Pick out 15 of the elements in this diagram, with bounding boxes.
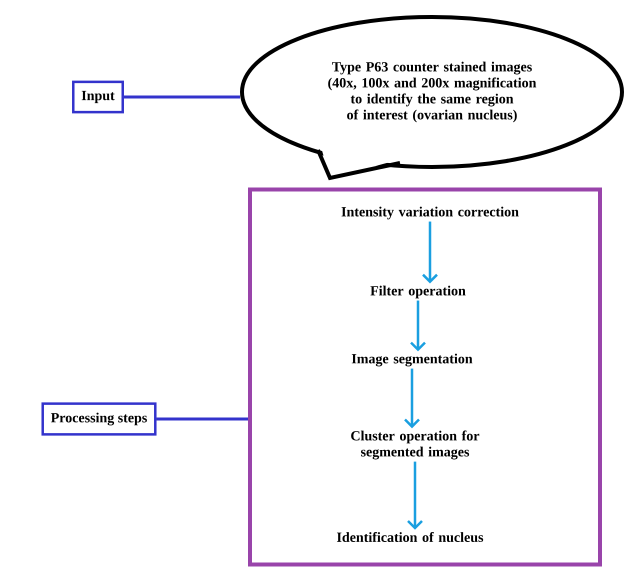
arrow xyxy=(404,368,420,428)
arrow xyxy=(410,300,426,352)
step-text: Image segmentation xyxy=(352,354,472,366)
step-text: Filter operation xyxy=(370,286,466,298)
label-box: Processing steps xyxy=(41,402,157,436)
step-text: Intensity variation correction xyxy=(342,206,519,220)
speech-bubble: Type P63 counter stained images (40x, 100x and 200x magnification to identify the same region of interest (ovarian nucleus) xyxy=(240,15,624,180)
step-text: Identification of nucleus xyxy=(336,532,484,542)
arrow xyxy=(407,462,423,530)
connector-line xyxy=(156,418,248,420)
arrow xyxy=(422,222,438,284)
frame-box xyxy=(248,188,602,566)
connector-line xyxy=(124,96,240,98)
label-box: Input xyxy=(72,80,124,114)
step-text: Cluster operation for segmented images xyxy=(351,430,480,460)
